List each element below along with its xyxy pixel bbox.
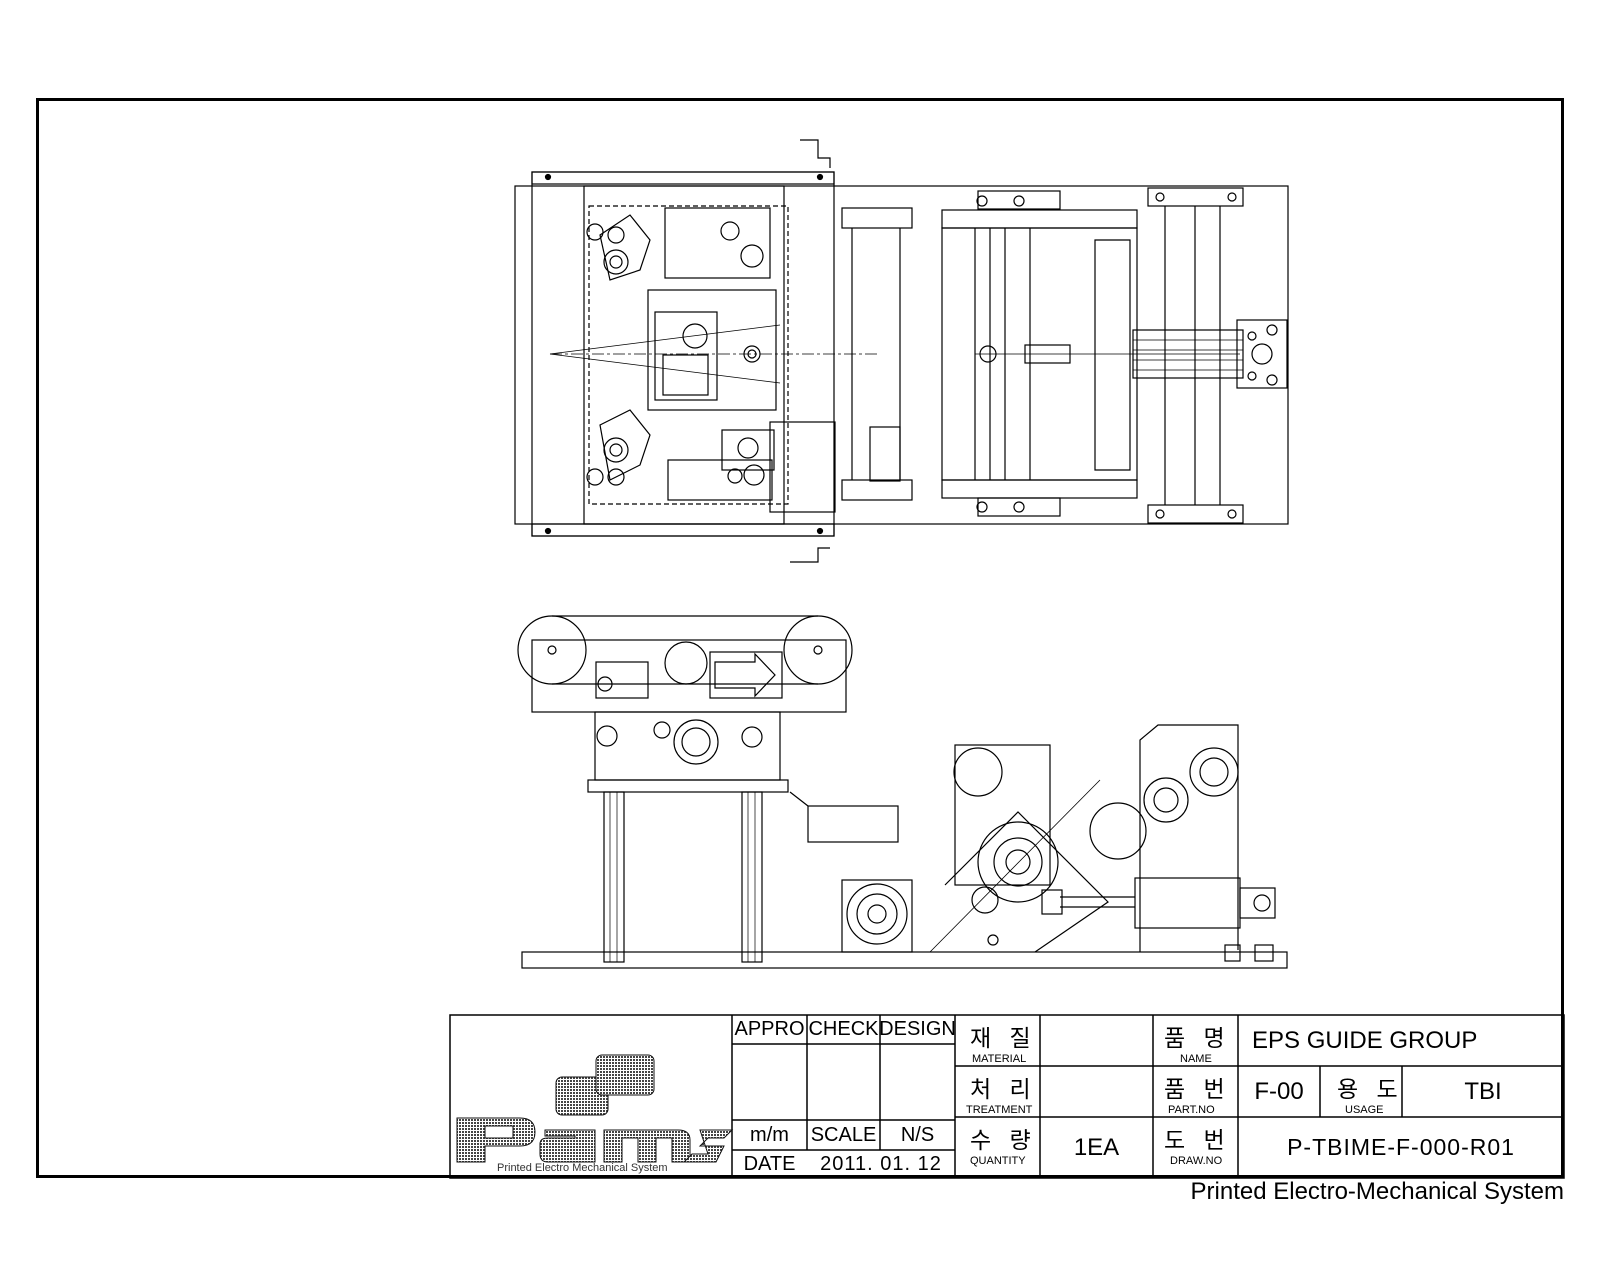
front-view [517, 615, 1288, 969]
check-label: CHECK [808, 1018, 879, 1040]
part-name-value: EPS GUIDE GROUP [1252, 1026, 1478, 1054]
usage-label-en: USAGE [1345, 1104, 1384, 1116]
quantity-label-en: QUANTITY [970, 1155, 1026, 1167]
part-no-label-ko: 품 번 [1164, 1076, 1231, 1102]
appro-label: APPRO [734, 1018, 805, 1040]
quantity-label-ko: 수 량 [970, 1127, 1037, 1153]
date-value: 2011. 01. 12 [820, 1152, 942, 1175]
material-label-ko: 재 질 [970, 1025, 1037, 1051]
draw-no-label-ko: 도 번 [1164, 1127, 1231, 1153]
units-label: m/m [750, 1123, 789, 1146]
material-value [1040, 1015, 1153, 1066]
plan-view [514, 139, 1289, 563]
scale-label: SCALE [810, 1123, 877, 1146]
date-label: DATE [743, 1152, 796, 1175]
name-label-ko: 품 명 [1164, 1025, 1231, 1051]
draw-no-value: P-TBIME-F-000-R01 [1287, 1134, 1515, 1160]
drawing-border [36, 98, 1564, 1178]
part-no-value: F-00 [1254, 1077, 1304, 1105]
usage-label-ko: 용 도 [1337, 1076, 1404, 1102]
draw-no-label-en: DRAW.NO [1170, 1155, 1223, 1167]
usage-value: TBI [1464, 1077, 1502, 1105]
quantity-value: 1EA [1073, 1133, 1120, 1161]
part-no-label-en: PART.NO [1168, 1104, 1215, 1116]
name-label-en: NAME [1180, 1053, 1212, 1065]
design-label: DESIGN [879, 1018, 956, 1040]
material-label-en: MATERIAL [972, 1053, 1027, 1065]
treatment-label-ko: 처 리 [970, 1076, 1037, 1102]
logo-subtitle: Printed Electro Mechanical System [497, 1162, 668, 1174]
treatment-value [1040, 1066, 1153, 1117]
scale-value: N/S [900, 1123, 935, 1146]
treatment-label-en: TREATMENT [966, 1104, 1033, 1116]
footer-company-text: Printed Electro-Mechanical System [1190, 1178, 1564, 1205]
